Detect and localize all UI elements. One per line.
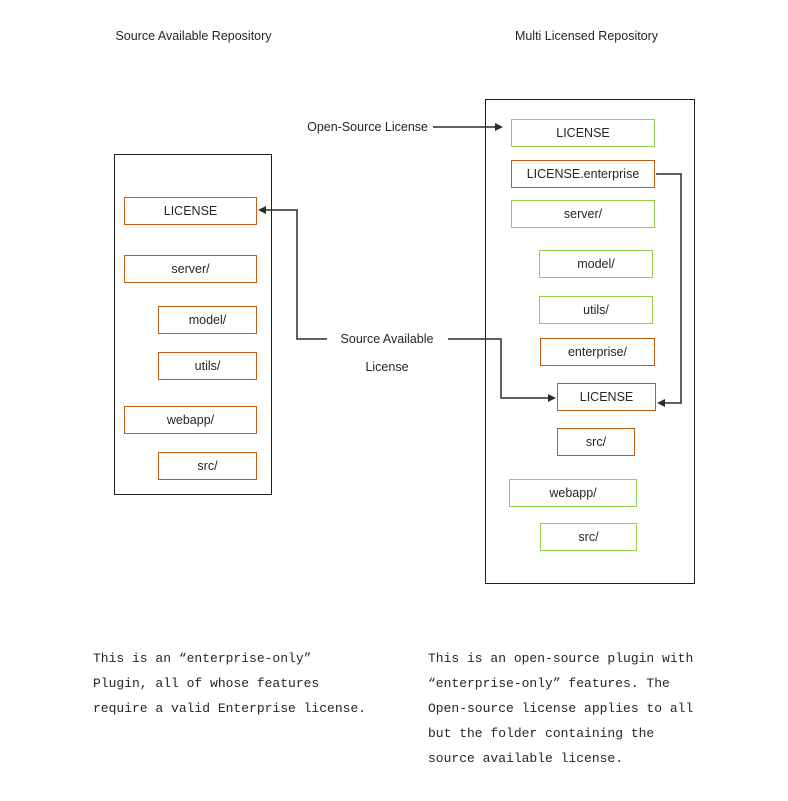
right-repo-note: This is an open-source plugin with “ente… xyxy=(428,651,694,766)
source-available-license-label: Source Available License xyxy=(327,325,447,381)
folder-box-utils: utils/ xyxy=(539,296,653,324)
folder-box-server: server/ xyxy=(511,200,655,228)
folder-box-src: src/ xyxy=(158,452,257,480)
file-box-license: LICENSE xyxy=(124,197,257,225)
right-repo-title: Multi Licensed Repository xyxy=(514,29,659,43)
folder-box-enterprise: enterprise/ xyxy=(540,338,655,366)
open-source-license-label: Open-Source License xyxy=(280,119,428,135)
folder-box-model: model/ xyxy=(158,306,257,334)
left-repo-title: Source Available Repository xyxy=(115,29,272,43)
file-box-inner-license: LICENSE xyxy=(557,383,656,411)
folder-box-server: server/ xyxy=(124,255,257,283)
folder-box-src-webapp: src/ xyxy=(540,523,637,551)
folder-box-model: model/ xyxy=(539,250,653,278)
file-box-license-enterprise: LICENSE.enterprise xyxy=(511,160,655,188)
folder-box-webapp: webapp/ xyxy=(509,479,637,507)
folder-box-webapp: webapp/ xyxy=(124,406,257,434)
file-box-license-opensource: LICENSE xyxy=(511,119,655,147)
folder-box-src-enterprise: src/ xyxy=(557,428,635,456)
folder-box-utils: utils/ xyxy=(158,352,257,380)
left-repo-note: This is an “enterprise-only” Plugin, all… xyxy=(93,651,367,716)
